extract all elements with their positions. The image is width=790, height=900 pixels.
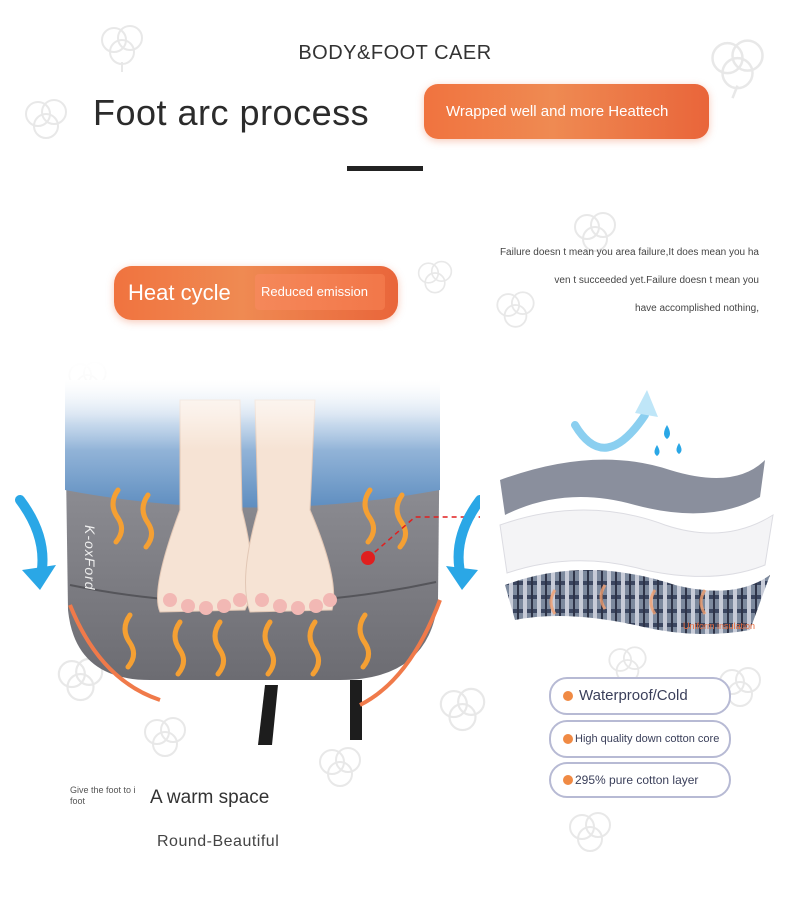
header-title: BODY&FOOT CAER bbox=[298, 42, 492, 64]
warm-space-headline: A warm space bbox=[150, 787, 270, 808]
feature-tag-cotton-layer: 295% pure cotton layer bbox=[549, 762, 731, 798]
cotton-flower-icon bbox=[496, 291, 535, 328]
cotton-flower-icon bbox=[101, 25, 143, 72]
bullet-icon bbox=[563, 691, 573, 701]
feature-label: 295% pure cotton layer bbox=[575, 773, 699, 787]
cotton-flower-icon bbox=[439, 687, 486, 732]
feature-label: High quality down cotton core bbox=[575, 733, 720, 745]
reduced-emission-label: Reduced emission bbox=[261, 284, 368, 299]
bullet-icon bbox=[563, 775, 573, 785]
cotton-flower-icon bbox=[319, 747, 361, 787]
foot-warmer-illustration bbox=[10, 360, 480, 745]
reduced-emission-chip: Reduced emission bbox=[255, 274, 385, 310]
cotton-flower-icon bbox=[574, 212, 616, 252]
brand-mark: K-oxFord bbox=[82, 525, 98, 591]
bullet-icon bbox=[563, 734, 573, 744]
small-caption: Give the foot to i foot bbox=[70, 785, 136, 806]
feature-tag-waterproof: Waterproof/Cold bbox=[549, 677, 731, 715]
heattech-badge: Wrapped well and more Heattech bbox=[424, 84, 709, 139]
quote-line-1: Failure doesn t mean you area failure,It… bbox=[499, 247, 759, 258]
cotton-flower-icon bbox=[569, 812, 611, 852]
cotton-flower-icon bbox=[25, 99, 67, 139]
cotton-flower-icon bbox=[144, 717, 186, 757]
feature-tag-down-core: High quality down cotton core bbox=[549, 720, 731, 758]
cotton-flower-icon bbox=[711, 39, 764, 99]
insulation-layers-illustration bbox=[499, 390, 774, 634]
heat-cycle-badge: Heat cycle Reduced emission bbox=[114, 266, 398, 320]
heat-cycle-label: Heat cycle bbox=[128, 280, 231, 305]
round-beautiful-subtitle: Round-Beautiful bbox=[157, 833, 280, 850]
quote-line-3: have accomplished nothing, bbox=[635, 303, 759, 314]
heattech-badge-label: Wrapped well and more Heattech bbox=[446, 103, 669, 120]
uniform-insulation-caption: Uniform insulation bbox=[683, 621, 756, 631]
section-divider bbox=[347, 166, 423, 171]
process-title: Foot arc process bbox=[93, 92, 370, 133]
quote-line-2: ven t succeeded yet.Failure doesn t mean… bbox=[554, 275, 759, 286]
cotton-flower-icon bbox=[417, 260, 453, 294]
feature-label: Waterproof/Cold bbox=[579, 687, 688, 704]
